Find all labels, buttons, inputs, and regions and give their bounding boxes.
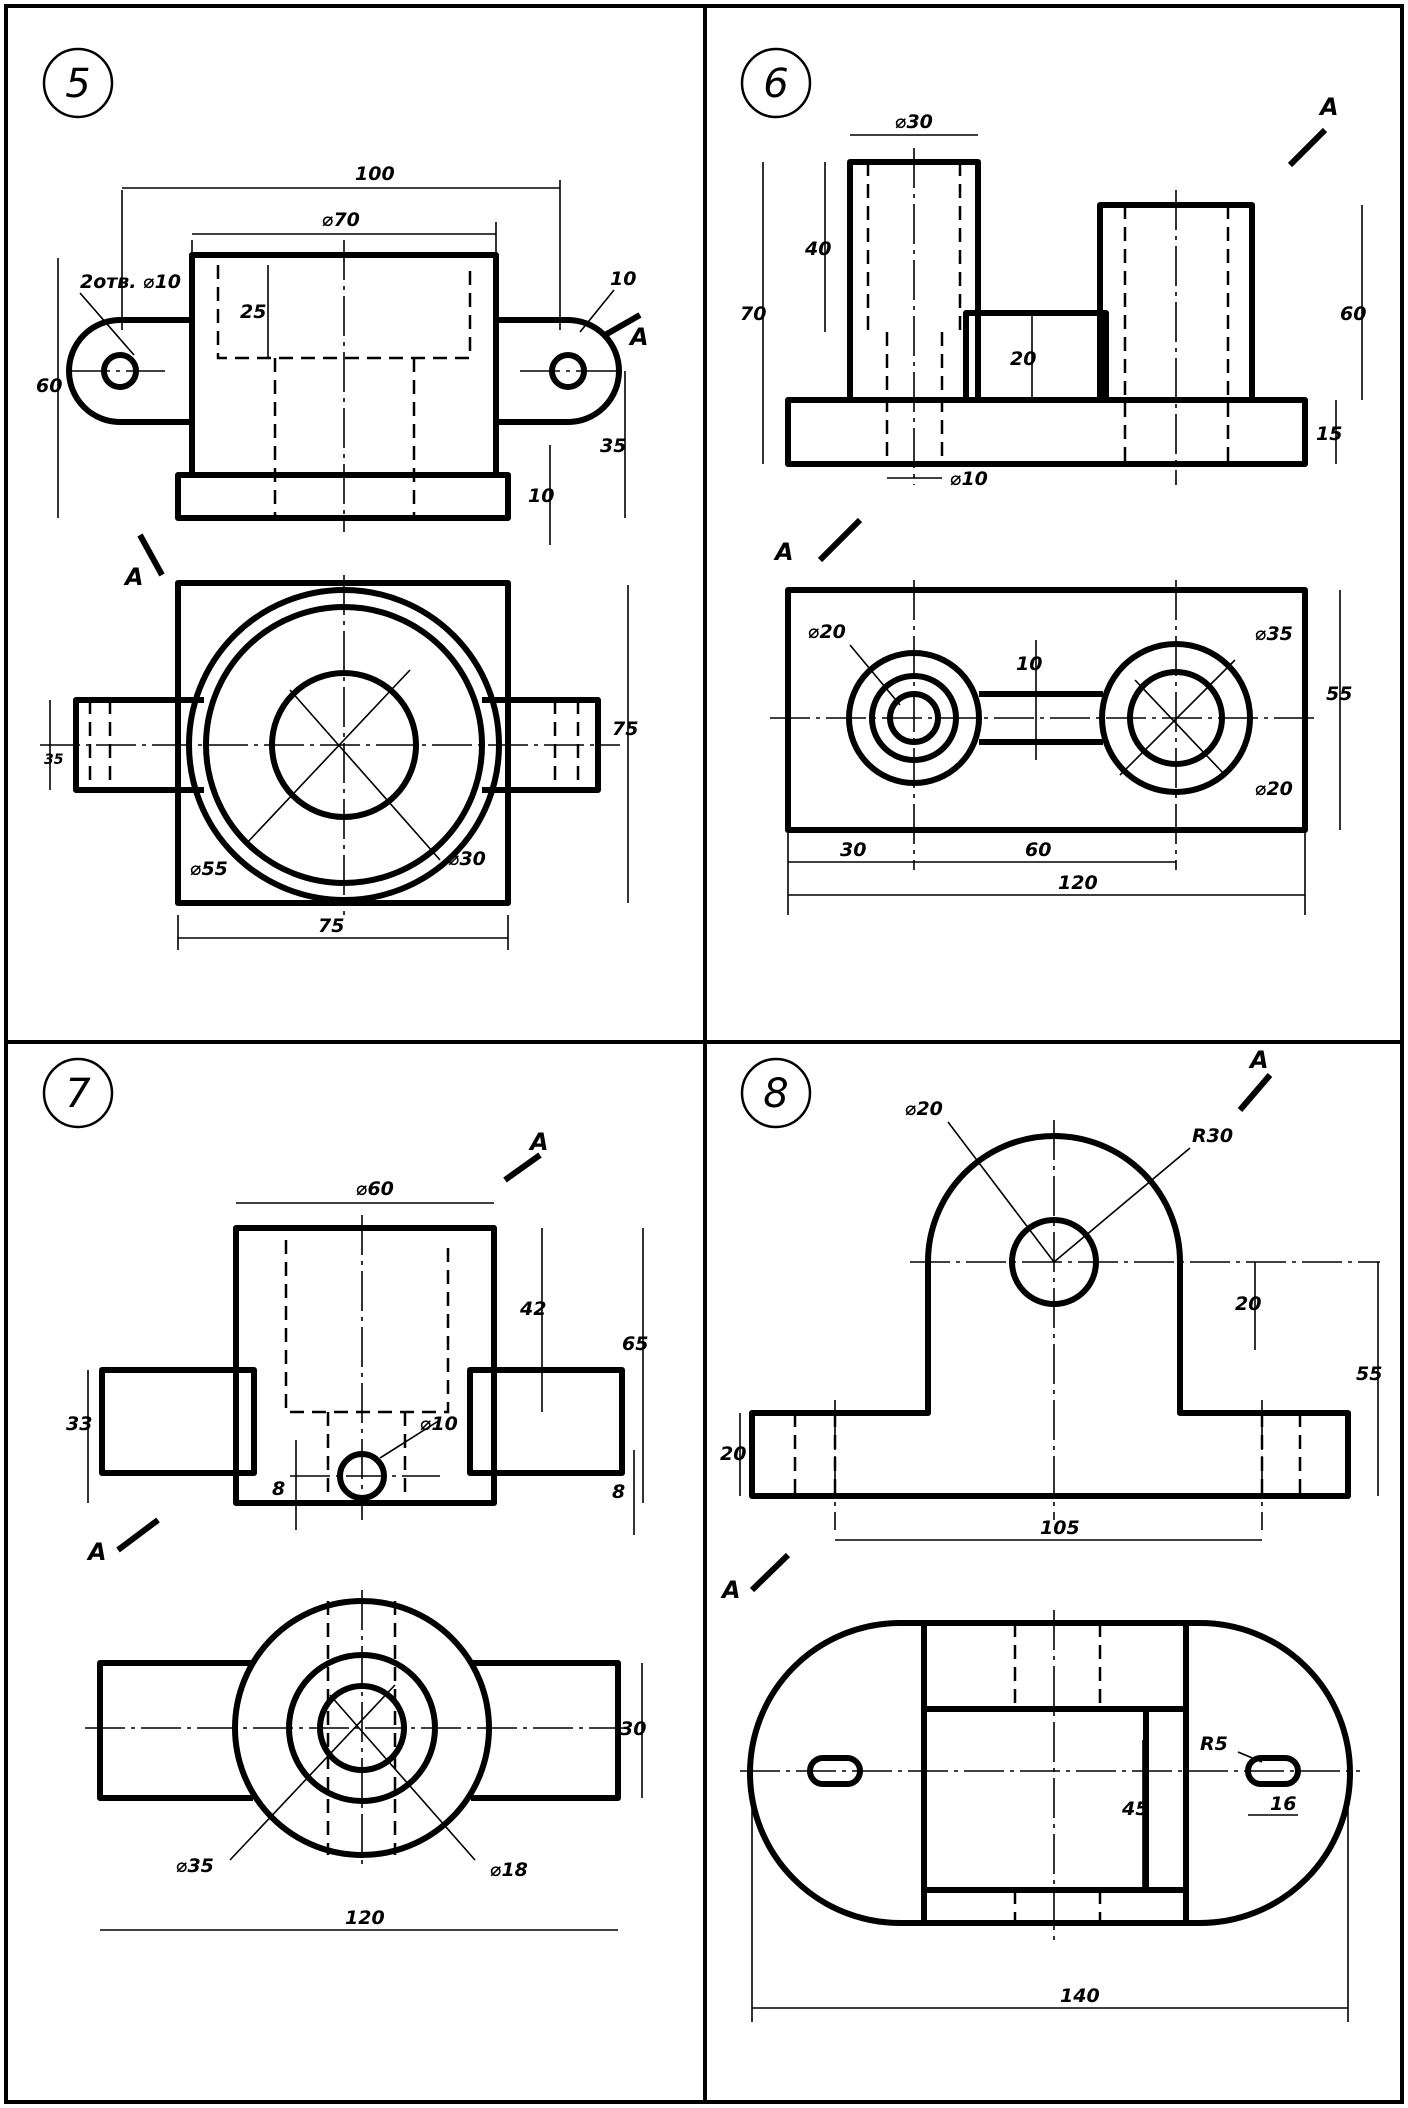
front-view [749, 1120, 1380, 1530]
hole-dia-label: ⌀20 [905, 1098, 943, 1120]
plan-view [770, 580, 1320, 870]
section-mark-label: A [86, 1538, 107, 1566]
mid-h-label: 20 [1010, 348, 1036, 370]
problem-6: 6 ⌀30 40 70 20 60 [740, 47, 1366, 915]
section-mark-a: A A [773, 93, 1339, 566]
inner-depth-label: 45 [1121, 1798, 1148, 1820]
section-mark-a: A A [86, 1128, 549, 1566]
cyl-depth-label: 40 [804, 238, 831, 260]
problem-7: 7 ⌀60 42 65 33 ⌀10 8 8 [42, 1057, 648, 1931]
right-boss-label: ⌀35 [1255, 623, 1293, 645]
cyl-dia-label: ⌀30 [895, 111, 933, 133]
section-mark-a: A A [720, 1046, 1273, 1604]
x1-label: 30 [840, 839, 866, 861]
plan-dimensions: ⌀55 ⌀30 35 75 75 [44, 585, 638, 950]
number-label: 7 [65, 1071, 91, 1117]
front-dimensions: ⌀60 42 65 33 ⌀10 8 8 [66, 1178, 648, 1535]
base-thk-label: 15 [1316, 423, 1342, 445]
bore-depth-label: 25 [240, 301, 266, 323]
center-h-label: 20 [1235, 1293, 1261, 1315]
problem-number-circle: 8 [740, 1057, 812, 1129]
section-mark-label: A [773, 538, 794, 566]
height-label: 65 [622, 1333, 648, 1355]
problem-number-circle: 7 [42, 1057, 114, 1129]
front-dimensions: ⌀30 40 70 20 60 15 ⌀10 [740, 111, 1366, 490]
bore-depth-label: 42 [519, 1298, 546, 1320]
number-label: 8 [763, 1071, 788, 1117]
plan-view [85, 1590, 630, 1870]
outer-dia-label: ⌀35 [176, 1855, 214, 1877]
outer-dia-label: ⌀55 [190, 858, 228, 880]
front-view [99, 1215, 625, 1520]
height-label: 60 [36, 375, 62, 397]
front-dimensions: ⌀20 R30 20 55 20 105 [720, 1098, 1382, 1541]
holes-label: 2отв. ⌀10 [80, 271, 181, 293]
front-dimensions: 100 ⌀70 2отв. ⌀10 10 25 60 35 10 [36, 163, 636, 545]
problem-number-circle: 6 [740, 47, 812, 119]
hole-dia-label: ⌀10 [420, 1413, 458, 1435]
section-mark-a: A A [123, 312, 649, 591]
bottom-label: 8 [612, 1481, 625, 1503]
slot-span-label: 105 [1040, 1517, 1080, 1539]
section-mark-label: A [528, 1128, 549, 1156]
plan-depth-label: 75 [612, 718, 638, 740]
plan-depth-label: 55 [1326, 683, 1352, 705]
hole-off-label: 8 [272, 1478, 285, 1500]
number-label: 5 [65, 61, 90, 107]
section-mark-label: A [1248, 1046, 1269, 1074]
lug-width-label: 35 [44, 752, 64, 768]
plan-width-label: 75 [318, 915, 344, 937]
lug-r-label: 10 [610, 268, 636, 290]
length-label: 120 [345, 1907, 385, 1929]
block-h-label: 60 [1340, 303, 1366, 325]
base-thk-label: 20 [720, 1443, 746, 1465]
inner-dia-label: ⌀30 [448, 848, 486, 870]
section-mark-label: A [720, 1576, 741, 1604]
arc-r-label: R30 [1192, 1125, 1233, 1147]
plan-dimensions: 45 R5 16 140 [751, 1733, 1349, 2022]
section-mark-label: A [1318, 93, 1339, 121]
hole-dia-label: ⌀10 [950, 468, 988, 490]
arm-h-label: 33 [66, 1413, 92, 1435]
rib-label: 10 [1016, 653, 1042, 675]
lug-height-label: 35 [600, 435, 626, 457]
boss-dia-label: ⌀60 [356, 1178, 394, 1200]
problem-5: 5 100 ⌀70 2отв. ⌀10 [36, 47, 649, 950]
length-label: 120 [1058, 872, 1098, 894]
section-mark-label: A [123, 563, 144, 591]
front-view [785, 148, 1308, 485]
height-label: 55 [1356, 1363, 1382, 1385]
overall-width-label: 100 [355, 163, 395, 185]
problem-8: 8 ⌀20 R30 20 55 20 105 [720, 1046, 1382, 2022]
inner-dia-label: ⌀18 [490, 1859, 528, 1881]
base-thk-label: 10 [528, 485, 554, 507]
slot-r-label: R5 [1200, 1733, 1228, 1755]
plan-view [40, 575, 620, 915]
section-mark-label: A [628, 323, 649, 351]
plan-dimensions: ⌀35 ⌀18 30 120 [100, 1663, 646, 1931]
x2-label: 60 [1025, 839, 1051, 861]
right-hole-label: ⌀20 [1255, 778, 1293, 800]
left-hole-label: ⌀20 [808, 621, 846, 643]
sheet-frame [4, 4, 1404, 2104]
problem-number-circle: 5 [42, 47, 114, 119]
plan-dimensions: ⌀20 ⌀35 ⌀20 10 55 30 60 120 [787, 590, 1352, 915]
slot-len-label: 16 [1270, 1793, 1296, 1815]
number-label: 6 [763, 61, 788, 107]
arm-w-label: 30 [620, 1718, 646, 1740]
plan-view [740, 1610, 1360, 1940]
boss-dia-label: ⌀70 [322, 209, 360, 231]
height-label: 70 [740, 303, 766, 325]
length-label: 140 [1060, 1985, 1100, 2007]
